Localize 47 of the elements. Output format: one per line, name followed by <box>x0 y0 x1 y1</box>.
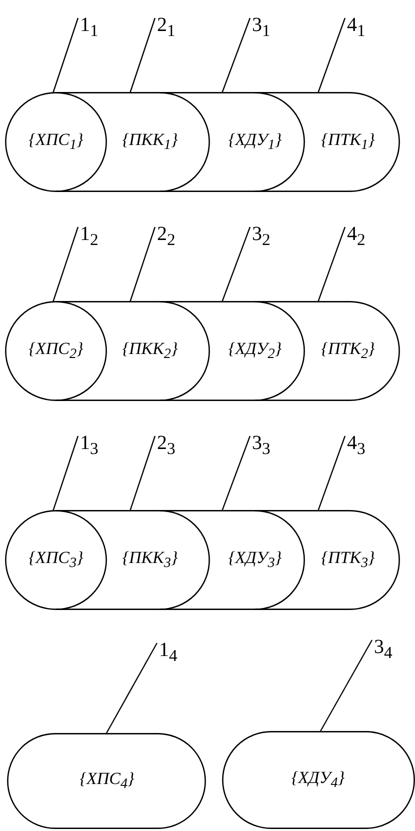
shape-label: {ПТК$_{1}$} <box>321 130 375 154</box>
leader-line <box>129 436 156 512</box>
callout-number: 4$_{2}$ <box>347 224 366 250</box>
circle-shape <box>5 92 107 192</box>
leader-line <box>221 18 251 94</box>
callout-number: 1$_{3}$ <box>80 433 98 459</box>
shape-label: {ХПС$_{3}$} <box>28 548 84 572</box>
shape-label: {ХДУ$_{3}$} <box>228 548 282 572</box>
shape-label: {ХДУ$_{2}$} <box>228 338 282 364</box>
leader-line <box>319 640 373 732</box>
shape-label: {ПКК$_{3}$} <box>122 548 178 572</box>
callout-number: 3$_{4}$ <box>374 637 392 663</box>
callout-number: 3$_{2}$ <box>252 224 270 250</box>
callout-number: 2$_{2}$ <box>157 224 176 250</box>
callout-number: 4$_{3}$ <box>347 433 366 459</box>
shape-label: {ХПС$_{1}$} <box>28 130 84 154</box>
shape-label: {ПКК$_{2}$} <box>122 338 178 364</box>
leader-line <box>221 226 251 302</box>
shape-label: {ХПС$_{4}$} <box>80 768 134 794</box>
callout-number: 2$_{1}$ <box>157 15 176 41</box>
leader-line <box>129 18 156 94</box>
shape-label: {ПКК$_{1}$} <box>122 130 178 154</box>
callout-number: 2$_{3}$ <box>157 433 176 459</box>
rounded-shape <box>7 733 206 829</box>
callout-number: 3$_{1}$ <box>252 15 270 41</box>
leader-line <box>52 226 79 302</box>
shape-label: {ХПС$_{2}$} <box>28 338 84 364</box>
callout-number: 1$_{2}$ <box>80 224 98 250</box>
callout-number: 1$_{1}$ <box>80 15 98 41</box>
rounded-shape <box>222 731 415 829</box>
callout-number: 1$_{4}$ <box>159 640 178 666</box>
leader-line <box>221 436 251 512</box>
leader-line <box>317 436 346 512</box>
callout-number: 4$_{1}$ <box>347 15 366 41</box>
leader-line <box>52 18 79 94</box>
leader-line <box>105 642 158 734</box>
circle-shape <box>5 510 107 610</box>
shape-label: {ХДУ$_{1}$} <box>228 130 282 154</box>
circle-shape <box>5 301 107 401</box>
shape-label: {ХДУ$_{4}$} <box>291 768 345 792</box>
leader-line <box>129 226 156 302</box>
leader-line <box>52 436 79 512</box>
shape-label: {ПТК$_{2}$} <box>321 338 375 364</box>
callout-number: 3$_{3}$ <box>252 433 270 459</box>
shape-label: {ПТК$_{3}$} <box>321 548 375 572</box>
leader-line <box>317 18 346 94</box>
leader-line <box>317 226 346 302</box>
